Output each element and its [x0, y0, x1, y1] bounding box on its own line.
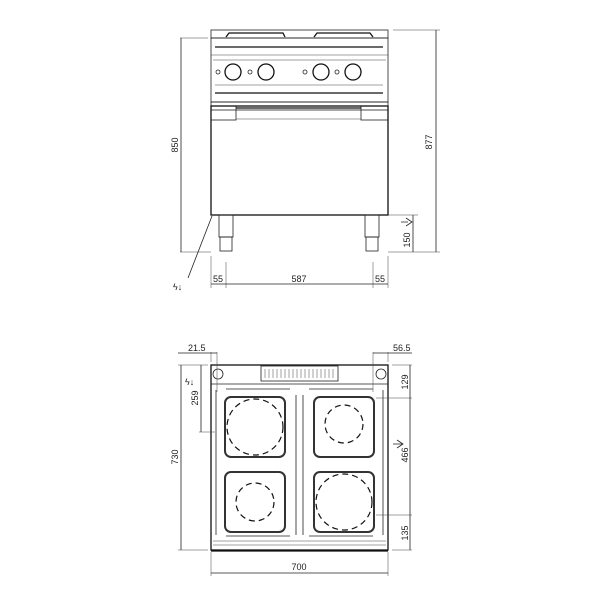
- dim-elec-259: 259: [190, 390, 200, 405]
- knob-2: [247, 63, 275, 81]
- dim-right-55: 55: [375, 274, 385, 284]
- electrical-connection-icon: ϟ↓: [173, 282, 182, 292]
- hotplate-front-left: [224, 471, 286, 533]
- dim-water-466: 466: [400, 447, 410, 462]
- dim-depth-730: 730: [170, 449, 180, 464]
- dim-leg-150: 150: [402, 232, 412, 247]
- dim-right-56-5: 56.5: [393, 343, 411, 353]
- hotplate-rear-right: [313, 396, 375, 458]
- dim-height-877: 877: [424, 134, 434, 149]
- dim-water-129: 129: [400, 374, 410, 389]
- knob-4: [334, 63, 362, 81]
- electrical-connection-icon-top: ϟ↓: [185, 377, 194, 387]
- dim-water-135: 135: [400, 525, 410, 540]
- dim-left-21-5: 21.5: [188, 343, 206, 353]
- front-view: ϟ↓ 850 877 150 55 587 55: [170, 29, 440, 292]
- dim-height-850: 850: [170, 137, 180, 152]
- dim-span-587: 587: [291, 274, 306, 284]
- knob-1: [215, 63, 242, 81]
- top-view: 21.5 56.5 730 259 ϟ↓ 129 466 135 700: [170, 343, 412, 576]
- hotplate-front-right: [313, 471, 375, 533]
- dim-left-55: 55: [213, 274, 223, 284]
- hotplate-rear-left: [224, 396, 286, 458]
- dim-width-700: 700: [291, 562, 306, 572]
- knob-3: [302, 63, 330, 81]
